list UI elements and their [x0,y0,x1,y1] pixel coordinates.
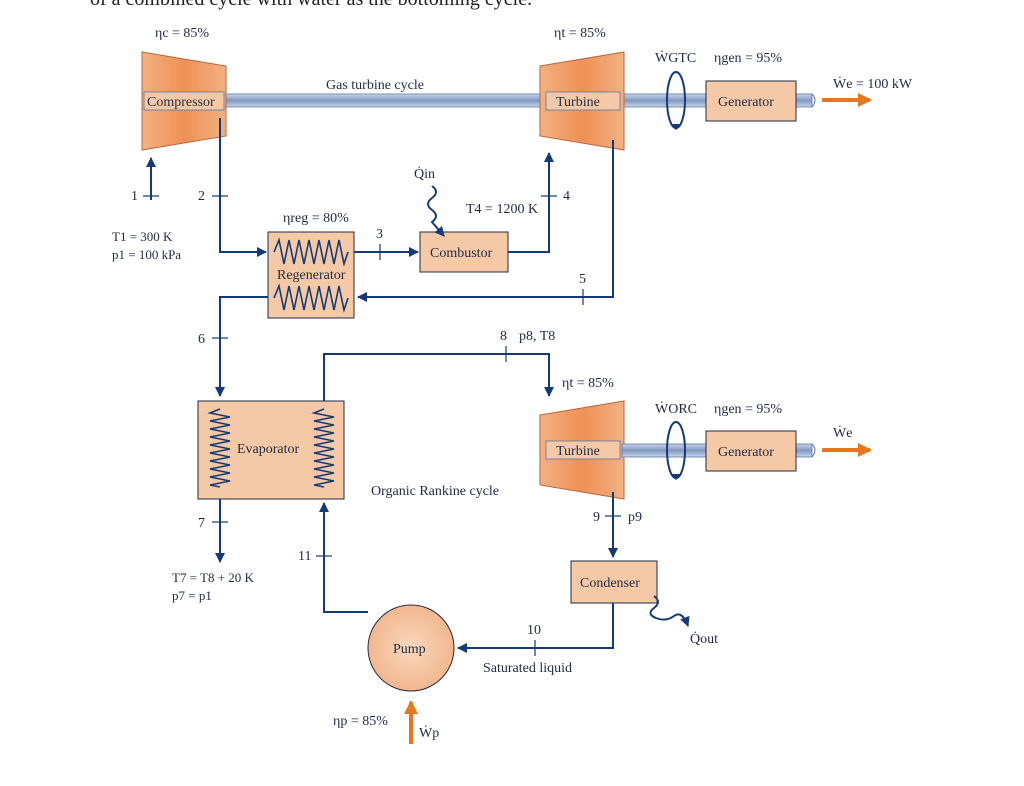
saturated-liquid-note: Saturated liquid [483,661,572,676]
shaft-end-gas-icon [811,93,816,108]
evaporator-label: Evaporator [237,442,300,457]
state-9-pressure: p9 [628,510,642,525]
generator-orc-efficiency: ηgen = 95% [714,402,782,417]
flow-2 [219,118,267,257]
flow-10 [457,603,614,653]
regenerator-label-band [274,266,350,282]
generator-gas [705,80,797,122]
pump-work-label: Ẇp [419,724,439,741]
heat-in-arrow-icon [427,185,445,237]
state-3-label: 3 [376,227,383,242]
orc-title: Organic Rankine cycle [371,484,499,499]
work-gtc: ẆGTC [655,49,696,66]
rotation-arrow-orc-icon [670,474,682,480]
state-7-label: 7 [198,516,205,531]
generator-orc [705,430,797,472]
work-out-gas: Ẇe = 100 kW [833,75,913,92]
regenerator-coil-top-icon [273,237,349,268]
state-1-label: 1 [131,189,138,204]
gas-cycle-title: Gas turbine cycle [326,78,424,93]
heat-in-label: Q̇in [414,165,435,182]
state-5-label: 5 [579,272,586,287]
generator-gas-label: Generator [718,95,774,110]
gas-turbine-label: Turbine [556,95,600,110]
generator-orc-label: Generator [718,445,774,460]
state-9-label: 9 [593,510,600,525]
state-2-label: 2 [198,189,205,204]
inlet-temperature: T1 = 300 K [112,229,173,244]
combustor-label: Combustor [430,246,493,261]
evaporator-coil-right-icon [311,408,335,488]
state-8-properties: p8, T8 [519,329,555,344]
compressor-label-band [143,91,225,111]
state-4-label: 4 [563,189,570,204]
inlet-pressure: p1 = 100 kPa [112,247,181,262]
condenser-label: Condenser [580,576,640,591]
pump-efficiency: ηp = 85% [333,714,388,729]
heat-out-arrow-icon [649,595,690,627]
generator-gas-efficiency: ηgen = 95% [714,51,782,66]
evaporator-coil-left-icon [207,408,231,488]
shaft-end-orc-icon [811,443,816,458]
exhaust-temperature: T7 = T8 + 20 K [172,570,255,585]
pump [367,604,455,692]
state-6-label: 6 [198,332,205,347]
regenerator-coil-bottom-icon [273,283,349,314]
flow-8 [323,353,554,401]
flow-6 [215,296,268,397]
compressor-efficiency: ηc = 85% [155,26,209,41]
orc-turbine-label-band [545,440,621,460]
rotation-arrow-gtc-icon [670,124,682,130]
exhaust-pressure: p7 = p1 [172,588,212,603]
work-out-orc: Ẇe [833,424,852,441]
state-8-label: 8 [500,329,507,344]
compressor-label: Compressor [147,95,215,110]
flow-11 [319,502,368,613]
heat-out-label: Q̇out [690,630,718,647]
regenerator-efficiency: ηreg = 80% [283,211,349,226]
cut-off-header-text: of a combined cycle with water as the bo… [90,0,532,11]
flow-4 [508,152,554,253]
orc-turbine-efficiency: ηt = 85% [562,376,614,391]
regenerator-label: Regenerator [277,268,346,283]
flow-5 [357,140,614,302]
state-10-label: 10 [527,623,541,638]
pump-label: Pump [393,642,426,657]
work-orc: ẆORC [655,400,697,417]
gas-turbine-label-band [545,91,621,111]
state-11-label: 11 [298,549,311,564]
gas-turbine-efficiency: ηt = 85% [554,26,606,41]
orc-turbine-label: Turbine [556,444,600,459]
combustor-temperature: T4 = 1200 K [466,202,538,217]
condenser [570,560,658,604]
